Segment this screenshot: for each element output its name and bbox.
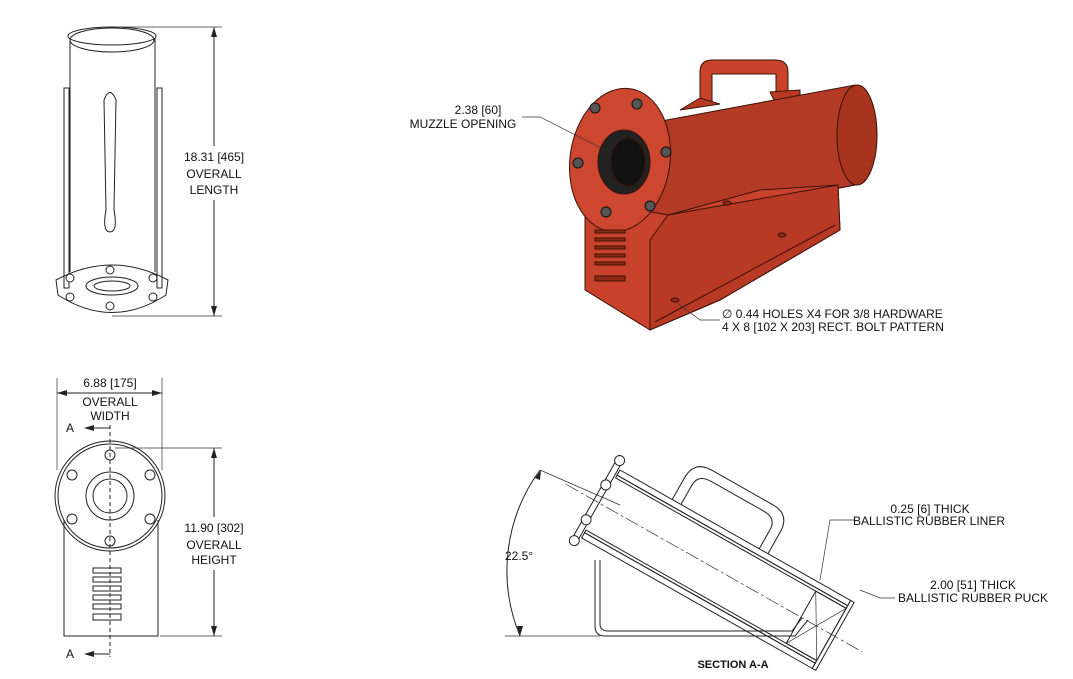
- length-dimension: 18.31 [465]: [184, 150, 244, 164]
- muzzle-label: MUZZLE OPENING: [410, 117, 517, 131]
- front-view: 6.88 [175] OVERALL WIDTH A A 11.90 [302]…: [54, 376, 244, 661]
- puck-note-1: 2.00 [51] THICK: [930, 578, 1016, 592]
- section-marker-bottom: A: [66, 647, 74, 661]
- section-marker-top: A: [66, 421, 74, 435]
- muzzle-dimension: 2.38 [60]: [455, 103, 502, 117]
- holes-note-2: 4 X 8 [102 X 203] RECT. BOLT PATTERN: [722, 320, 944, 334]
- width-label-2: WIDTH: [90, 409, 129, 423]
- angle-dimension: 22.5°: [505, 549, 533, 563]
- height-dimension: 11.90 [302]: [184, 521, 243, 535]
- iso-view: [568, 59, 878, 331]
- width-label-1: OVERALL: [82, 395, 138, 409]
- section-title: SECTION A-A: [697, 659, 768, 671]
- width-dimension: 6.88 [175]: [83, 376, 136, 390]
- height-label-1: OVERALL: [186, 538, 242, 552]
- height-label-2: HEIGHT: [191, 553, 237, 567]
- liner-note-1: 0.25 [6] THICK: [890, 502, 969, 516]
- length-label-2: LENGTH: [190, 183, 239, 197]
- length-label-1: OVERALL: [186, 167, 242, 181]
- section-view: 22.5° 0.25 [6] THICK BALLISTIC RUBBER LI…: [505, 454, 1048, 672]
- puck-note-2: BALLISTIC RUBBER PUCK: [898, 591, 1048, 605]
- holes-note-1: ∅ 0.44 HOLES X4 FOR 3/8 HARDWARE: [722, 307, 943, 321]
- liner-note-2: BALLISTIC RUBBER LINER: [853, 514, 1005, 528]
- top-view: 18.31 [465] OVERALL LENGTH: [55, 26, 244, 317]
- iso-annotations: 2.38 [60] MUZZLE OPENING ∅ 0.44 HOLES X4…: [410, 103, 944, 334]
